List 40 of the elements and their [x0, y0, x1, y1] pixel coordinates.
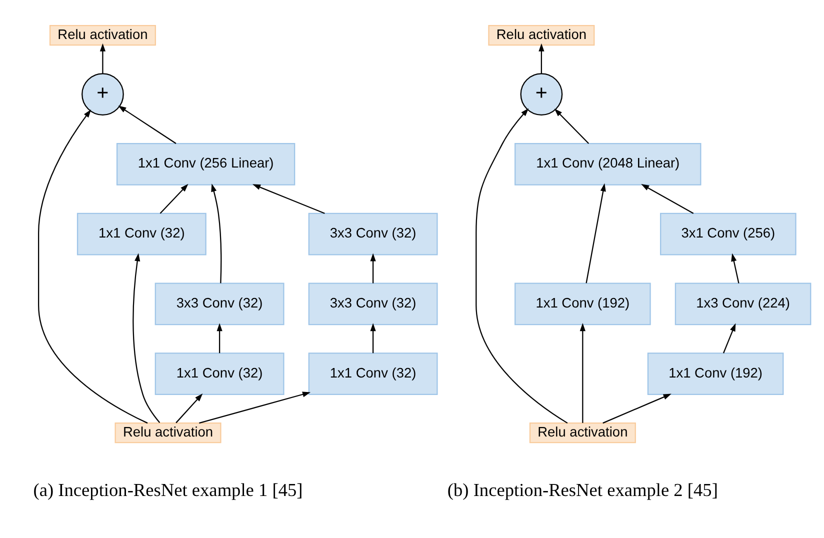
node-box: 1x1 Conv (32)	[308, 352, 438, 395]
node-box: Relu activation	[488, 25, 595, 46]
arrow	[538, 43, 544, 74]
node-box: Relu activation	[529, 422, 636, 444]
arrow	[100, 43, 106, 74]
arrow	[38, 109, 148, 424]
arrow	[580, 323, 586, 423]
arrow	[252, 184, 325, 214]
arrow	[199, 392, 311, 424]
arrow	[370, 323, 376, 354]
arrow	[160, 184, 188, 214]
label: (b) Inception-ResNet example 2 [45]	[447, 480, 718, 500]
arrow	[602, 394, 672, 424]
node-box: 1x1 Conv (32)	[76, 212, 206, 256]
arrow	[132, 253, 160, 424]
node-box: 3x3 Conv (32)	[308, 282, 438, 326]
node-box: 1x1 Conv (192)	[647, 352, 784, 395]
node-box: 1x1 Conv (256 Linear)	[116, 143, 296, 186]
arrow	[554, 108, 590, 144]
label: (a) Inception-ResNet example 1 [45]	[33, 480, 303, 500]
node-box: 3x3 Conv (32)	[308, 212, 438, 256]
arrow	[641, 184, 694, 214]
arrow	[731, 253, 740, 284]
arrow	[476, 108, 568, 424]
node-box: Relu activation	[49, 25, 156, 46]
arrow	[370, 253, 376, 284]
node-box: 3x1 Conv (256)	[660, 212, 796, 256]
arrow	[216, 323, 222, 354]
arrow	[722, 323, 736, 354]
node-box: 1x3 Conv (224)	[674, 282, 812, 326]
arrow	[176, 394, 203, 424]
arrow	[211, 184, 222, 284]
node-circle: +	[82, 73, 124, 116]
arrow	[586, 183, 606, 284]
node-box: Relu activation	[114, 422, 222, 444]
arrow	[118, 106, 176, 144]
node-box: 3x3 Conv (32)	[154, 282, 284, 326]
node-box: 1x1 Conv (2048 Linear)	[514, 143, 702, 186]
node-box: 1x1 Conv (32)	[154, 352, 284, 395]
node-box: 1x1 Conv (192)	[514, 282, 651, 326]
